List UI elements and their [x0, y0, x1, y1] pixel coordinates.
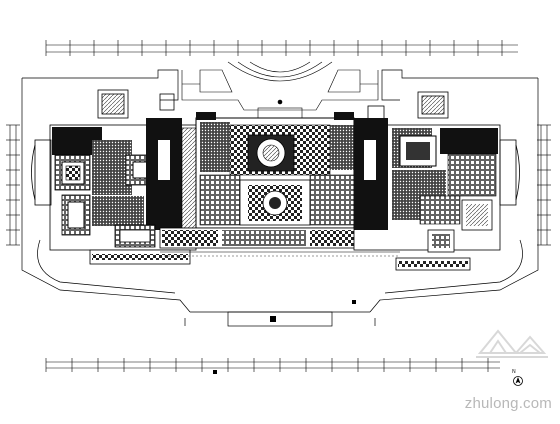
watermark-text: zhulong.com [464, 395, 552, 412]
bottom-dimension-line [45, 358, 500, 372]
north-label: N [512, 369, 516, 375]
entry-markers [213, 300, 356, 374]
right-wing-rooms [354, 118, 498, 271]
central-block [195, 112, 355, 229]
top-dimension-line [45, 40, 518, 56]
zhulong-logo-icon [476, 329, 548, 358]
left-dimension-line [6, 124, 20, 246]
left-wing-rooms [52, 118, 197, 265]
site-outline [21, 69, 539, 327]
right-dimension-line [537, 124, 551, 246]
entry-plaza [181, 61, 379, 119]
north-arrow-icon [513, 376, 523, 386]
